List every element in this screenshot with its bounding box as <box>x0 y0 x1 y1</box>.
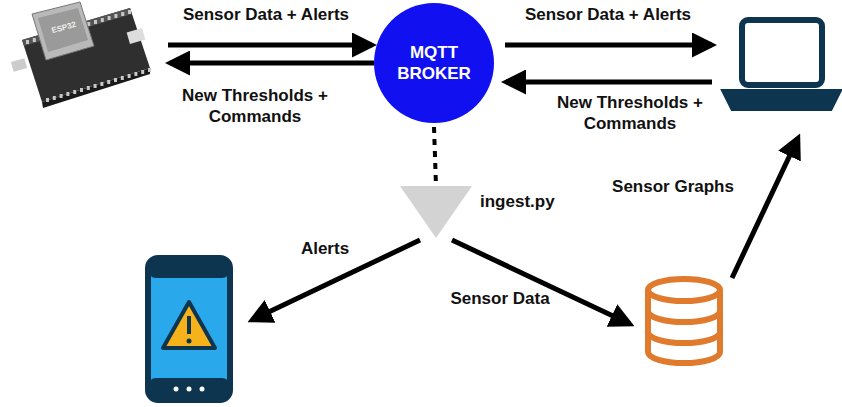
database-icon <box>648 279 720 363</box>
arrow-label: Sensor Data + Alerts <box>158 4 374 25</box>
arrow-label: New Thresholds + Commands <box>170 85 340 128</box>
node-title: MQTT BROKER <box>389 42 479 85</box>
broker-circle: MQTT BROKER <box>374 3 494 123</box>
phone-icon <box>148 258 230 400</box>
script-name: ingest.py <box>480 192 555 212</box>
arrow-label: Sensor Graphs <box>598 176 748 197</box>
laptop-icon <box>725 20 838 108</box>
esp32-board <box>11 2 151 108</box>
arrow-label: New Thresholds + Commands <box>535 92 725 135</box>
dotted-connector <box>434 127 436 186</box>
arrow-label: Alerts <box>290 238 360 259</box>
arrow-label: Sensor Data + Alerts <box>500 4 716 25</box>
arrow-label: Sensor Data <box>440 288 560 309</box>
ingest-script: ingest.py <box>400 186 561 240</box>
ingest-funnel <box>400 186 472 238</box>
